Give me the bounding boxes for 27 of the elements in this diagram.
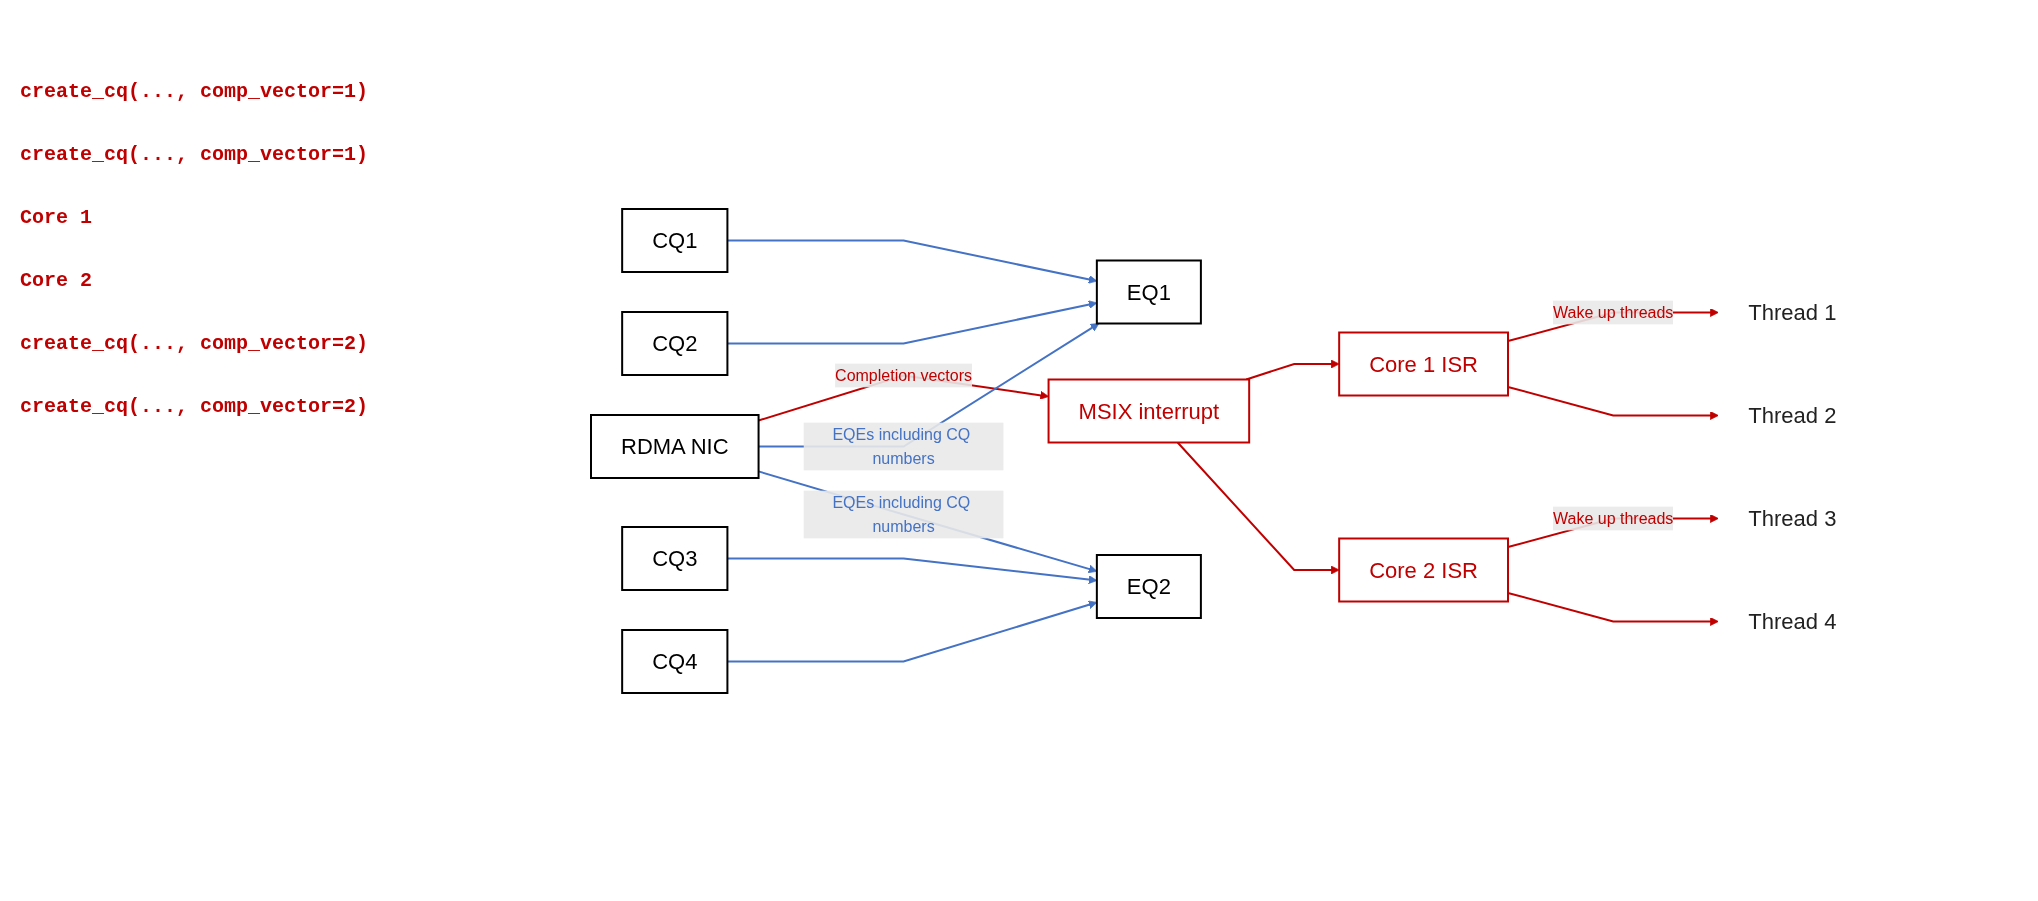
node-box: EQ1 xyxy=(1096,259,1203,324)
node-box: EQ2 xyxy=(1096,553,1203,619)
edge-label: Completion vectors xyxy=(835,366,973,383)
text-label: Core 1 xyxy=(20,206,93,229)
node-box: MSIX interrupt xyxy=(1047,378,1251,443)
node-box: Core 1 ISR xyxy=(1338,331,1510,396)
edge-label: Wake up threads xyxy=(1553,303,1674,320)
node-text: Thread 4 xyxy=(1748,608,1837,634)
edge-label: EQEs including CQ numbers xyxy=(832,425,971,466)
text-label: create_cq(..., comp_vector=1) xyxy=(20,143,370,166)
node-box: RDMA NIC xyxy=(590,413,760,479)
edge-label: EQEs including CQ numbers xyxy=(832,493,971,534)
node-box: CQ1 xyxy=(621,207,729,273)
node-text: Thread 2 xyxy=(1748,402,1837,428)
text-label: create_cq(..., comp_vector=2) xyxy=(20,332,370,355)
node-text: Thread 1 xyxy=(1748,299,1837,325)
node-text: Thread 3 xyxy=(1748,505,1837,531)
text-label: create_cq(..., comp_vector=2) xyxy=(20,395,370,418)
edge-label: Wake up threads xyxy=(1553,509,1674,526)
text-label: Core 2 xyxy=(20,269,93,292)
text-label: create_cq(..., comp_vector=1) xyxy=(20,80,370,103)
node-box: CQ4 xyxy=(621,628,729,694)
node-box: CQ2 xyxy=(621,310,729,376)
node-box: CQ3 xyxy=(621,525,729,591)
node-box: Core 2 ISR xyxy=(1338,537,1510,602)
arrow xyxy=(1245,359,1340,380)
arrow xyxy=(1176,441,1340,574)
